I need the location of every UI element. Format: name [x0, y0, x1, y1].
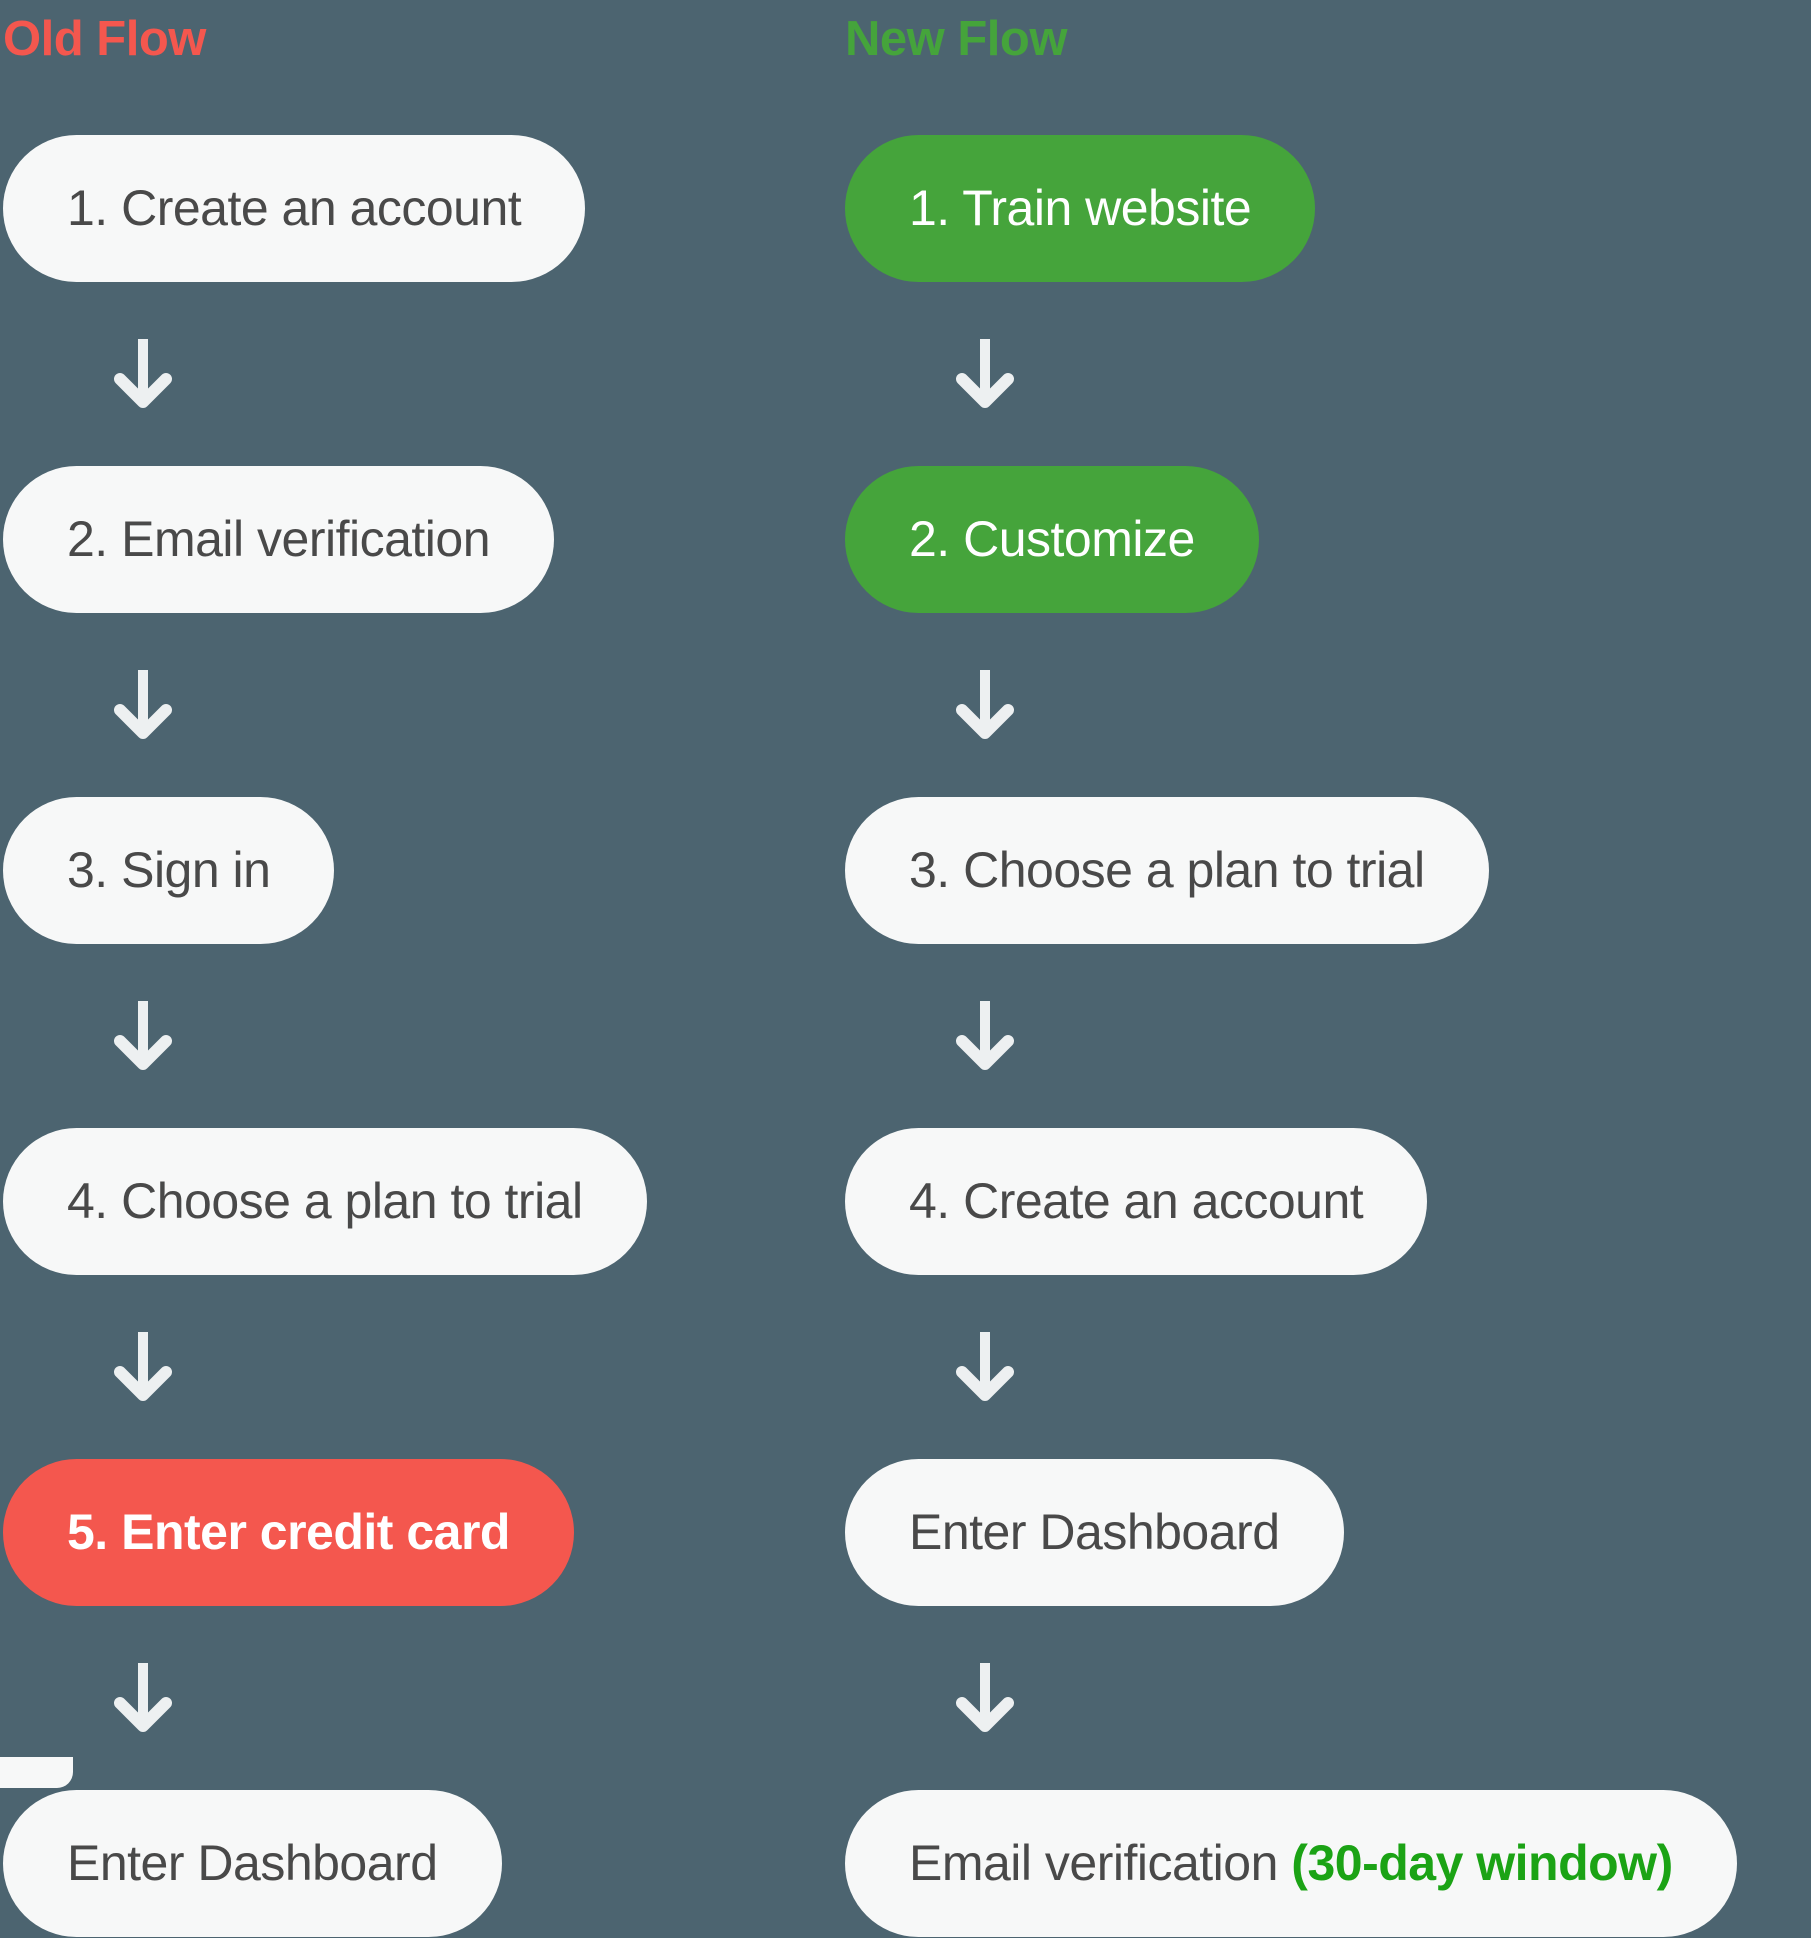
step-label: 5. Enter credit card: [67, 1504, 510, 1560]
step-label-highlight: (30-day window): [1291, 1835, 1673, 1891]
down-arrow-icon: [111, 944, 175, 1128]
new-flow-column: New Flow 1. Train website 2. Customize 3…: [845, 0, 1737, 1937]
step-label: 3. Sign in: [67, 842, 271, 898]
step-label: 1. Train website: [909, 180, 1252, 236]
old-flow-step-1: 1. Create an account: [3, 135, 586, 282]
step-label: Enter Dashboard: [67, 1835, 438, 1891]
step-label: 2. Email verification: [67, 511, 491, 567]
new-flow-step-1-highlight: 1. Train website: [845, 135, 1316, 282]
step-label: 1. Create an account: [67, 180, 522, 236]
step-label: 4. Choose a plan to trial: [67, 1173, 583, 1229]
new-flow-step-3: 3. Choose a plan to trial: [845, 797, 1489, 944]
step-label: Enter Dashboard: [909, 1504, 1280, 1560]
down-arrow-icon: [111, 1606, 175, 1790]
down-arrow-icon: [953, 1275, 1017, 1459]
step-label: Email verification: [909, 1835, 1292, 1891]
old-flow-step-3: 3. Sign in: [3, 797, 335, 944]
old-flow-step-6: Enter Dashboard: [3, 1790, 502, 1937]
down-arrow-icon: [111, 282, 175, 466]
down-arrow-icon: [953, 1606, 1017, 1790]
down-arrow-icon: [953, 944, 1017, 1128]
new-flow-step-6: Email verification (30-day window): [845, 1790, 1737, 1937]
step-label: 4. Create an account: [909, 1173, 1364, 1229]
down-arrow-icon: [953, 613, 1017, 797]
down-arrow-icon: [953, 282, 1017, 466]
new-flow-step-5: Enter Dashboard: [845, 1459, 1344, 1606]
step-label: 3. Choose a plan to trial: [909, 842, 1425, 898]
new-flow-step-4: 4. Create an account: [845, 1128, 1428, 1275]
old-flow-step-2: 2. Email verification: [3, 466, 554, 613]
step-label: 2. Customize: [909, 511, 1195, 567]
down-arrow-icon: [111, 613, 175, 797]
new-flow-step-2-highlight: 2. Customize: [845, 466, 1259, 613]
cropped-pill-fragment: [0, 1757, 73, 1788]
old-flow-column: Old Flow 1. Create an account 2. Email v…: [3, 0, 647, 1937]
old-flow-title: Old Flow: [3, 12, 206, 66]
down-arrow-icon: [111, 1275, 175, 1459]
old-flow-step-4: 4. Choose a plan to trial: [3, 1128, 647, 1275]
new-flow-title: New Flow: [845, 12, 1067, 66]
old-flow-step-5-highlight: 5. Enter credit card: [3, 1459, 574, 1606]
